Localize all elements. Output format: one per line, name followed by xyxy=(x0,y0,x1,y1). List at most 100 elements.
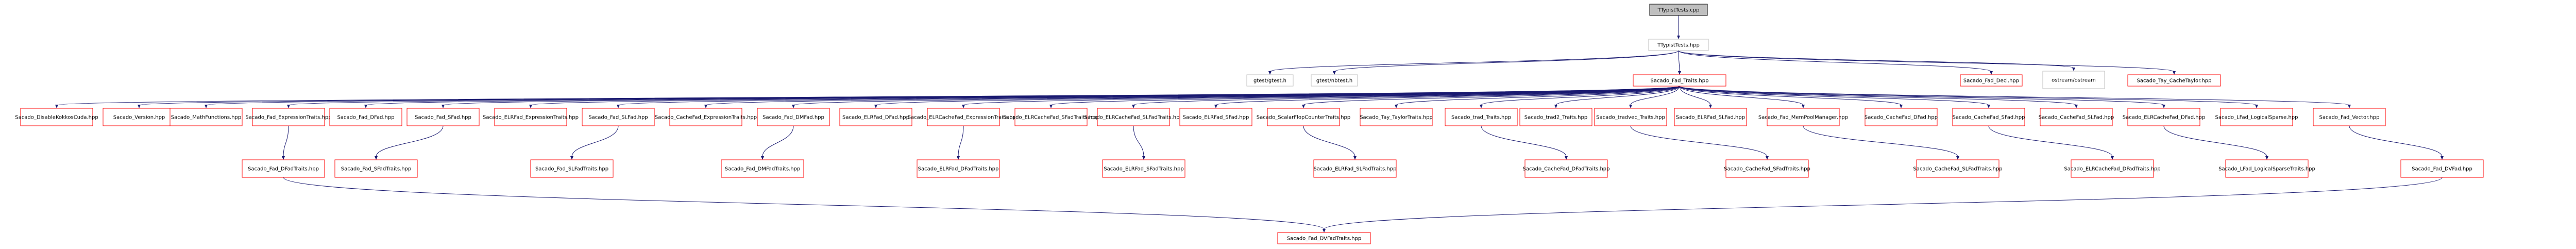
node-r3_9[interactable]: Sacado_Fad_DMFad.hpp xyxy=(757,108,830,126)
node-r3_10[interactable]: Sacado_ELRFad_DFad.hpp xyxy=(839,108,912,126)
edge-arrowhead xyxy=(704,105,707,108)
node-r3_19[interactable]: Sacado_tradvec_Traits.hpp xyxy=(1594,108,1667,126)
edge-arrowhead xyxy=(1132,105,1135,108)
node-fadDecl[interactable]: Sacado_Fad_Decl.hpp xyxy=(1960,74,2023,87)
node-r4_1[interactable]: Sacado_Fad_SFadTraits.hpp xyxy=(334,159,418,178)
edge-faslTypist-r3_22 xyxy=(1679,86,1902,106)
node-r3_15[interactable]: Sacado_ScalarFlopCounterTraits.hpp xyxy=(1257,108,1351,126)
node-r4_11[interactable]: Sacado_LFad_LogicalSparseTraits.hpp xyxy=(2218,159,2315,178)
node-r3_12[interactable]: Sacado_ELRCacheFad_SFadTraits.hpp xyxy=(1003,108,1099,126)
node-nbtest[interactable]: gtest/nbtest.h xyxy=(1311,74,1358,87)
node-r5_0[interactable]: Sacado_Fad_DVFadTraits.hpp xyxy=(1277,232,1371,244)
node-label: Sacado_ELRFad_SFad.hpp xyxy=(1183,115,1249,121)
node-label: Sacado_tradvec_Traits.hpp xyxy=(1596,115,1665,121)
node-box xyxy=(1360,108,1433,126)
node-r3_7[interactable]: Sacado_Fad_SLFad.hpp xyxy=(582,108,655,126)
node-r3_5[interactable]: Sacado_Fad_SFad.hpp xyxy=(406,108,480,126)
node-typistTest[interactable]: TTypistTests.hpp xyxy=(1648,39,1709,51)
edge-arrowhead xyxy=(364,105,367,108)
node-r4_0[interactable]: Sacado_Fad_DFadTraits.hpp xyxy=(242,159,325,178)
node-label: Sacado_Version.hpp xyxy=(113,115,165,121)
edge-r3_25-r4_11 xyxy=(2163,125,2267,157)
node-box xyxy=(406,108,480,126)
node-r4_8[interactable]: Sacado_CacheFad_SFadTraits.hpp xyxy=(1724,159,1810,178)
node-box xyxy=(1277,232,1371,244)
node-r4_4[interactable]: Sacado_ELRFad_DFadTraits.hpp xyxy=(917,159,1000,178)
edge-arrowhead xyxy=(1990,71,1993,75)
node-label: gtest/gtest.h xyxy=(1253,78,1286,84)
node-label: Sacado_ELRFad_DFadTraits.hpp xyxy=(918,167,999,172)
node-r3_18[interactable]: Sacado_trad2_Traits.hpp xyxy=(1519,108,1592,126)
node-r4_12[interactable]: Sacado_Fad_DVFad.hpp xyxy=(2400,159,2484,178)
node-r3_16[interactable]: Sacado_Tay_TaylorTraits.hpp xyxy=(1360,108,1433,126)
node-r3_8[interactable]: Sacado_CacheFad_ExpressionTraits.hpp xyxy=(655,108,757,126)
edge-arrowhead xyxy=(1709,105,1712,108)
node-r3_21[interactable]: Sacado_Fad_MemPoolManager.hpp xyxy=(1758,108,1848,126)
edges xyxy=(55,15,2444,233)
node-ttraits[interactable]: Sacado_Tay_CacheTaylor.hpp xyxy=(2127,74,2221,87)
node-r3_20[interactable]: Sacado_ELRFad_SLFad.hpp xyxy=(1674,108,1747,126)
edge-faslTypist-r3_11 xyxy=(963,86,1680,106)
node-r4_6[interactable]: Sacado_ELRFad_SLFadTraits.hpp xyxy=(1313,159,1397,178)
edge-r3_19-r4_8 xyxy=(1630,125,1768,157)
node-label: Sacado_ELRFad_SLFad.hpp xyxy=(1676,115,1745,121)
node-box xyxy=(927,108,1000,126)
node-label: Sacado_ELRFad_SFadTraits.hpp xyxy=(1104,167,1183,172)
node-r3_22[interactable]: Sacado_CacheFad_DFad.hpp xyxy=(1865,108,1938,126)
node-box xyxy=(1524,159,1608,178)
edge-arrowhead xyxy=(1323,229,1326,233)
node-r4_3[interactable]: Sacado_Fad_DMFadTraits.hpp xyxy=(721,159,804,178)
edge-arrowhead xyxy=(874,105,877,108)
edge-r3_23-r4_10 xyxy=(1988,125,2113,157)
edge-arrowhead xyxy=(138,105,141,108)
node-box xyxy=(582,108,655,126)
node-r3_17[interactable]: Sacado_trad_Traits.hpp xyxy=(1445,108,1518,126)
node-r3_13[interactable]: Sacado_ELRCacheFad_SLFadTraits.hpp xyxy=(1084,108,1183,126)
edge-arrowhead xyxy=(2162,105,2165,108)
node-label: Sacado_ELRFad_ExpressionTraits.hpp xyxy=(483,115,579,121)
node-r4_5[interactable]: Sacado_ELRFad_SFadTraits.hpp xyxy=(1102,159,1185,178)
node-label: TTypistTests.cpp xyxy=(1657,8,1700,13)
node-label: Sacado_Fad_SLFadTraits.hpp xyxy=(535,167,608,172)
node-r4_10[interactable]: Sacado_ELRCacheFad_DFadTraits.hpp xyxy=(2064,159,2161,178)
node-label: Sacado_Fad_DVFadTraits.hpp xyxy=(1287,236,1362,242)
node-label: Sacado_LFad_LogicalSparse.hpp xyxy=(2215,115,2298,121)
node-r3_23[interactable]: Sacado_CacheFad_SFad.hpp xyxy=(1952,108,2025,126)
node-r3_1[interactable]: Sacado_Version.hpp xyxy=(103,108,176,126)
edge-arrowhead xyxy=(761,156,764,160)
node-faslTypist[interactable]: Sacado_Fad_Traits.hpp xyxy=(1633,74,1726,87)
edge-arrowhead xyxy=(570,156,573,160)
node-r4_2[interactable]: Sacado_Fad_SLFadTraits.hpp xyxy=(530,159,614,178)
node-label: Sacado_CacheFad_SFadTraits.hpp xyxy=(1724,167,1810,172)
edge-faslTypist-r3_13 xyxy=(1133,86,1680,106)
node-r3_4[interactable]: Sacado_Fad_DFad.hpp xyxy=(329,108,402,126)
edge-arrowhead xyxy=(1049,105,1053,108)
node-r3_0[interactable]: Sacado_DisableKokkosCuda.hpp xyxy=(15,108,98,126)
edge-faslTypist-r3_24 xyxy=(1679,86,2077,106)
node-box xyxy=(669,108,742,126)
edge-arrowhead xyxy=(2255,105,2258,108)
node-r4_9[interactable]: Sacado_CacheFad_SLFadTraits.hpp xyxy=(1913,159,2003,178)
node-r3_26[interactable]: Sacado_LFad_LogicalSparse.hpp xyxy=(2215,108,2298,126)
node-r3_14[interactable]: Sacado_ELRFad_SFad.hpp xyxy=(1179,108,1252,126)
edge-faslTypist-r3_18 xyxy=(1555,86,1680,106)
edge-r4_0-r5_0 xyxy=(283,177,1325,230)
node-r3_27[interactable]: Sacado_Fad_Vector.hpp xyxy=(2313,108,2386,126)
node-box xyxy=(252,108,325,126)
node-ostream[interactable]: ostream/ostream xyxy=(2042,71,2105,89)
node-r3_2[interactable]: Sacado_MathFunctions.hpp xyxy=(170,108,243,126)
node-r3_11[interactable]: Sacado_ELRCacheFad_ExpressionTraits.hpp xyxy=(908,108,1020,126)
node-r3_24[interactable]: Sacado_CacheFad_SLFad.hpp xyxy=(2039,108,2114,126)
node-gtest[interactable]: gtest/gtest.h xyxy=(1246,74,1294,87)
node-box xyxy=(2127,74,2221,87)
node-box xyxy=(2225,159,2309,178)
node-box xyxy=(1725,159,1809,178)
edge-arrowhead xyxy=(1956,156,1959,160)
edge-arrowhead xyxy=(1900,105,1903,108)
node-r3_3[interactable]: Sacado_Fad_ExpressionTraits.hpp xyxy=(245,108,332,126)
node-r4_7[interactable]: Sacado_CacheFad_DFadTraits.hpp xyxy=(1523,159,1610,178)
node-r3_6[interactable]: Sacado_ELRFad_ExpressionTraits.hpp xyxy=(483,108,579,126)
node-r3_25[interactable]: Sacado_ELRCacheFad_DFad.hpp xyxy=(2123,108,2206,126)
node-label: Sacado_DisableKokkosCuda.hpp xyxy=(15,115,98,121)
node-label: Sacado_Fad_DMFadTraits.hpp xyxy=(725,167,801,172)
